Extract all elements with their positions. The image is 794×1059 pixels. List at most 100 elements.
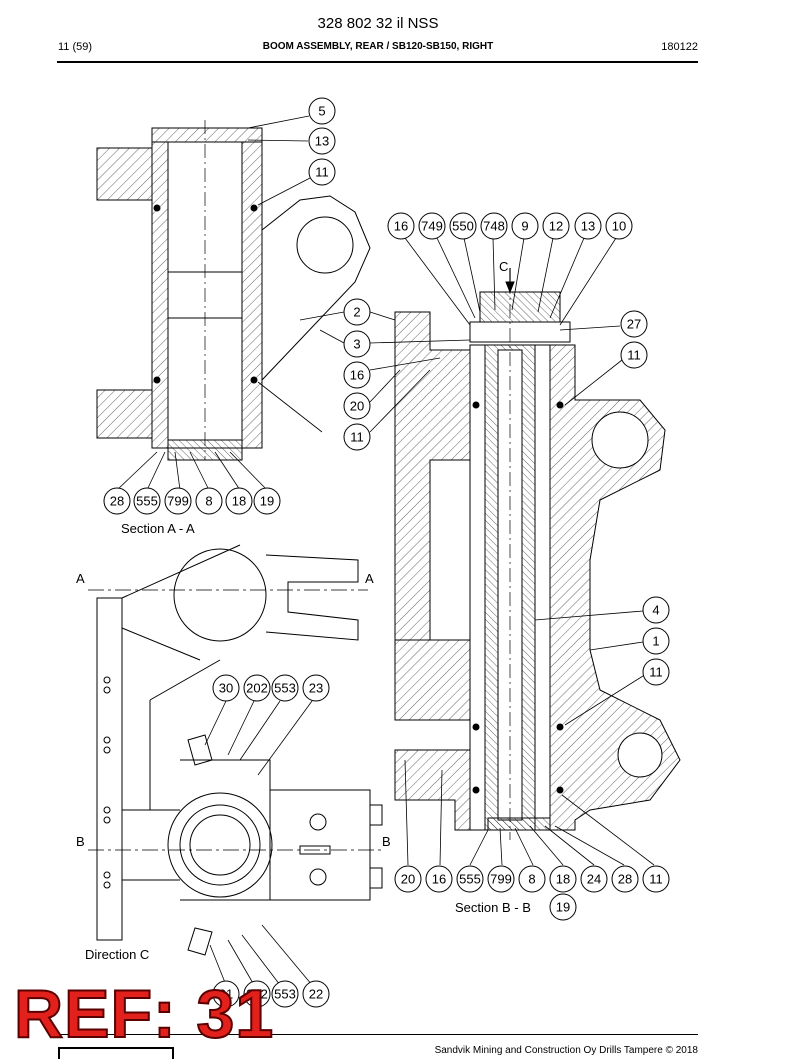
balloon-31: 31 [212, 980, 240, 1008]
svg-text:553: 553 [274, 681, 296, 696]
document-date: 180122 [661, 41, 698, 53]
svg-text:749: 749 [421, 219, 443, 234]
balloon-8: 8 [195, 487, 223, 515]
svg-text:24: 24 [587, 872, 601, 887]
svg-text:10: 10 [612, 219, 626, 234]
balloon-202: 202 [243, 980, 271, 1008]
balloon-28: 28 [611, 865, 639, 893]
svg-text:799: 799 [167, 494, 189, 509]
svg-text:28: 28 [110, 494, 124, 509]
view-mark-c: C [499, 259, 508, 274]
page-number: 11 (59) [58, 41, 93, 53]
svg-text:11: 11 [315, 165, 329, 180]
balloon-3: 3 [343, 330, 371, 358]
balloon-5: 5 [308, 97, 336, 125]
svg-text:555: 555 [459, 872, 481, 887]
balloon-202: 202 [243, 674, 271, 702]
balloon-27: 27 [620, 310, 648, 338]
balloon-28: 28 [103, 487, 131, 515]
svg-text:553: 553 [274, 987, 296, 1002]
footer-copyright: Sandvik Mining and Construction Oy Drill… [434, 1045, 698, 1056]
svg-text:748: 748 [483, 219, 505, 234]
balloon-20: 20 [394, 865, 422, 893]
balloon-4: 4 [642, 596, 670, 624]
section-mark-a-left: A [76, 571, 85, 586]
svg-text:3: 3 [353, 337, 360, 352]
svg-text:20: 20 [401, 872, 415, 887]
svg-text:11: 11 [649, 872, 663, 887]
svg-text:202: 202 [246, 987, 268, 1002]
balloon-748: 748 [480, 212, 508, 240]
caption-section-bb: Section B - B [455, 900, 531, 915]
balloon-555: 555 [133, 487, 161, 515]
balloon-550: 550 [449, 212, 477, 240]
section-lines [88, 589, 385, 851]
page-title: BOOM ASSEMBLY, REAR / SB120-SB150, RIGHT [262, 41, 494, 52]
svg-text:11: 11 [649, 665, 663, 680]
svg-text:2: 2 [353, 305, 360, 320]
svg-text:13: 13 [581, 219, 595, 234]
svg-text:18: 18 [556, 872, 570, 887]
balloon-1: 1 [642, 627, 670, 655]
balloon-13: 13 [308, 127, 336, 155]
balloon-30: 30 [212, 674, 240, 702]
balloon-20: 20 [343, 392, 371, 420]
svg-text:19: 19 [260, 494, 274, 509]
balloon-16: 16 [343, 361, 371, 389]
svg-text:555: 555 [136, 494, 158, 509]
svg-text:1: 1 [652, 634, 659, 649]
svg-text:30: 30 [219, 681, 233, 696]
caption-direction-c: Direction C [85, 947, 149, 962]
balloon-23: 23 [302, 674, 330, 702]
balloon-555: 555 [456, 865, 484, 893]
balloon-10: 10 [605, 212, 633, 240]
svg-text:9: 9 [521, 219, 528, 234]
balloon-24: 24 [580, 865, 608, 893]
svg-text:11: 11 [627, 348, 641, 363]
balloon-9: 9 [511, 212, 539, 240]
direction-c-view [96, 544, 383, 956]
svg-text:28: 28 [618, 872, 632, 887]
svg-text:31: 31 [219, 987, 233, 1002]
svg-text:11: 11 [350, 430, 364, 445]
balloon-11: 11 [642, 658, 670, 686]
svg-text:13: 13 [315, 134, 329, 149]
balloon-22: 22 [302, 980, 330, 1008]
balloon-749: 749 [418, 212, 446, 240]
document-number: 328 802 32 il NSS [317, 15, 439, 32]
svg-text:20: 20 [350, 399, 364, 414]
balloon-13: 13 [574, 212, 602, 240]
balloon-799: 799 [487, 865, 515, 893]
svg-text:8: 8 [528, 872, 535, 887]
balloon-12: 12 [542, 212, 570, 240]
leader-lines [116, 115, 655, 986]
section-mark-b-right: B [382, 834, 391, 849]
section-mark-a-right: A [365, 571, 374, 586]
svg-text:12: 12 [549, 219, 563, 234]
balloon-19: 19 [549, 893, 577, 921]
header-rule [57, 61, 698, 63]
balloon-553: 553 [271, 980, 299, 1008]
balloon-2: 2 [343, 298, 371, 326]
section-mark-b-left: B [76, 834, 85, 849]
ref-stamp: REF: 31 [13, 976, 275, 1052]
part-balloons: 5 13 11 28 555 799 8 18 19 2 3 16 20 11 … [103, 97, 670, 1008]
balloon-18: 18 [225, 487, 253, 515]
balloon-799: 799 [164, 487, 192, 515]
svg-text:16: 16 [350, 368, 364, 383]
footer-rule [57, 1034, 698, 1035]
balloon-553: 553 [271, 674, 299, 702]
svg-text:18: 18 [232, 494, 246, 509]
svg-text:8: 8 [205, 494, 212, 509]
svg-text:23: 23 [309, 681, 323, 696]
caption-section-aa: Section A - A [121, 521, 195, 536]
balloon-8: 8 [518, 865, 546, 893]
balloon-11: 11 [642, 865, 670, 893]
balloon-16: 16 [425, 865, 453, 893]
svg-text:22: 22 [309, 987, 323, 1002]
balloon-11: 11 [343, 423, 371, 451]
svg-text:799: 799 [490, 872, 512, 887]
svg-text:550: 550 [452, 219, 474, 234]
balloon-11: 11 [620, 341, 648, 369]
